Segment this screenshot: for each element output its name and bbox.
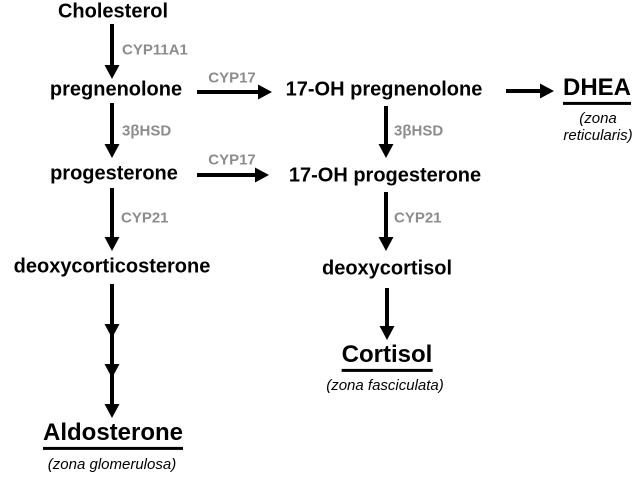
node-aldosterone: Aldosterone bbox=[42, 420, 184, 451]
arrow-ohpregnenolone-to-dhea bbox=[506, 83, 554, 99]
zone-label-reticularis: (zona reticularis) bbox=[563, 110, 633, 145]
enzyme-label-cyp17-mid: CYP17 bbox=[208, 151, 256, 169]
arrow-cholesterol-to-pregnenolone bbox=[104, 24, 120, 79]
enzyme-label-3bhsd-right: 3βHSD bbox=[394, 122, 444, 140]
node-progesterone: progesterone bbox=[50, 162, 178, 185]
arrow-ohprogesterone-to-deoxycortisol bbox=[378, 192, 394, 251]
arrow-deoxycortisol-to-cortisol bbox=[379, 288, 395, 340]
enzyme-label-cyp11a1: CYP11A1 bbox=[122, 41, 188, 59]
arrow-progesterone-to-ohprogesterone bbox=[197, 167, 269, 183]
enzyme-label-cyp21-left: CYP21 bbox=[121, 209, 169, 227]
node-cortisol: Cortisol bbox=[341, 342, 433, 373]
node-pregnenolone: pregnenolone bbox=[49, 78, 183, 101]
node-cholesterol: Cholesterol bbox=[57, 0, 169, 23]
enzyme-label-cyp17-top: CYP17 bbox=[208, 69, 256, 87]
node-17oh-pregnenolone: 17-OH pregnenolone bbox=[285, 78, 483, 101]
enzyme-label-cyp21-right: CYP21 bbox=[394, 209, 442, 227]
node-17oh-progesterone: 17-OH progesterone bbox=[288, 164, 482, 187]
arrow-deoxycorticosterone-to-aldosterone bbox=[104, 284, 120, 418]
arrow-pregnenolone-to-progesterone bbox=[104, 103, 120, 158]
zone-label-fasciculata: (zona fasciculata) bbox=[326, 377, 444, 394]
node-deoxycortisol: deoxycortisol bbox=[321, 257, 453, 280]
arrow-ohpregnenolone-to-ohprogesterone bbox=[378, 106, 394, 158]
arrow-progesterone-to-deoxycorticosterone bbox=[104, 188, 120, 251]
node-deoxycorticosterone: deoxycorticosterone bbox=[13, 255, 211, 278]
arrow-pregnenolone-to-ohpregnenolone bbox=[197, 84, 272, 100]
node-dhea: DHEA bbox=[562, 75, 632, 106]
zone-label-glomerulosa: (zona glomerulosa) bbox=[47, 456, 177, 473]
enzyme-label-3bhsd-left: 3βHSD bbox=[122, 122, 172, 140]
